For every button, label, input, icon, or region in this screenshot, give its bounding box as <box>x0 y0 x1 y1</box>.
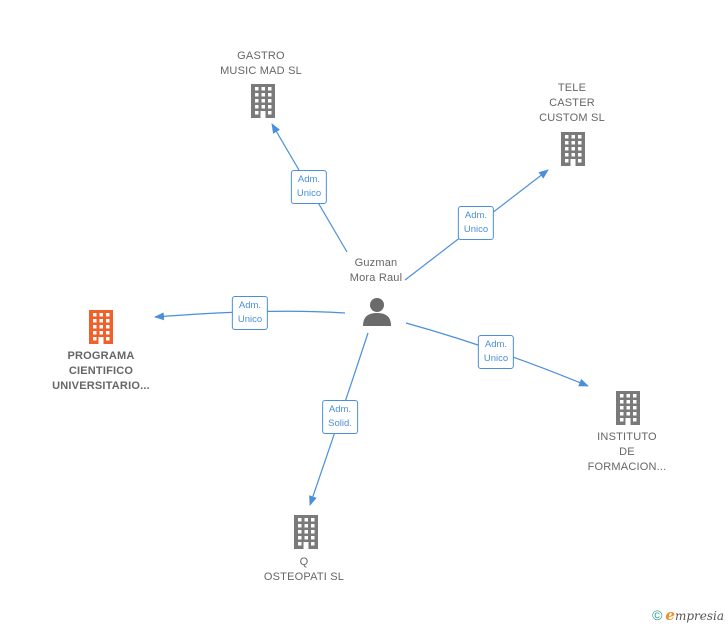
brand-initial: e <box>665 606 675 624</box>
person-icon[interactable] <box>362 296 392 326</box>
relation-label[interactable]: Adm. Solid. <box>322 400 358 434</box>
building-icon[interactable] <box>614 391 642 425</box>
company-name[interactable]: Q OSTEOPATI SL <box>264 555 344 585</box>
relation-label-line: Unico <box>463 224 489 235</box>
company-name-line: GASTRO <box>237 50 285 62</box>
building-icon[interactable] <box>559 132 587 166</box>
company-name[interactable]: TELE CASTER CUSTOM SL <box>539 81 605 126</box>
company-name-line: DE <box>619 446 635 458</box>
brand-name: mpresia <box>674 609 724 623</box>
person-name-line: Guzman <box>354 257 398 269</box>
relation-label-line: Solid. <box>328 418 352 429</box>
footer-brand: ©empresia <box>652 606 724 624</box>
building-icon[interactable] <box>87 310 115 344</box>
company-name-line: CASTER <box>549 97 595 109</box>
relation-label[interactable]: Adm. Unico <box>457 206 495 240</box>
relation-label-line: Adm. <box>484 339 508 350</box>
relation-label[interactable]: Adm. Unico <box>290 170 328 204</box>
relation-label-line: Unico <box>483 353 509 364</box>
company-name-line: CUSTOM SL <box>539 112 605 124</box>
relation-label-line: Adm. <box>238 300 262 311</box>
company-name-line: PROGRAMA <box>67 350 135 362</box>
company-name-line: OSTEOPATI SL <box>263 571 345 583</box>
company-name-line: FORMACION... <box>587 461 667 473</box>
relation-label-line: Adm. <box>297 174 321 185</box>
relation-label-line: Adm. <box>464 210 488 221</box>
company-name[interactable]: PROGRAMA CIENTIFICO UNIVERSITARIO... <box>52 349 150 394</box>
person-name-line: Mora Raul <box>349 272 403 284</box>
relation-label-line: Unico <box>237 314 263 325</box>
company-name-line: INSTITUTO <box>597 431 657 443</box>
company-name-line: Q <box>299 556 309 568</box>
building-icon[interactable] <box>292 515 320 549</box>
company-name-line: UNIVERSITARIO... <box>52 380 150 392</box>
company-name[interactable]: GASTRO MUSIC MAD SL <box>220 49 302 79</box>
brand-logo: empresia <box>665 606 724 624</box>
relation-label-line: Unico <box>296 188 322 199</box>
company-name-line: MUSIC MAD SL <box>220 65 302 77</box>
person-name[interactable]: Guzman Mora Raul <box>350 256 403 286</box>
company-name-line: TELE <box>557 82 587 94</box>
company-name[interactable]: INSTITUTO DE FORMACION... <box>588 430 667 475</box>
relation-label[interactable]: Adm. Unico <box>231 296 269 330</box>
relation-label-line: Adm. <box>328 404 352 415</box>
relation-label[interactable]: Adm. Unico <box>477 335 515 369</box>
building-icon[interactable] <box>249 84 277 118</box>
company-name-line: CIENTIFICO <box>68 365 134 377</box>
copyright-icon: © <box>652 607 663 623</box>
